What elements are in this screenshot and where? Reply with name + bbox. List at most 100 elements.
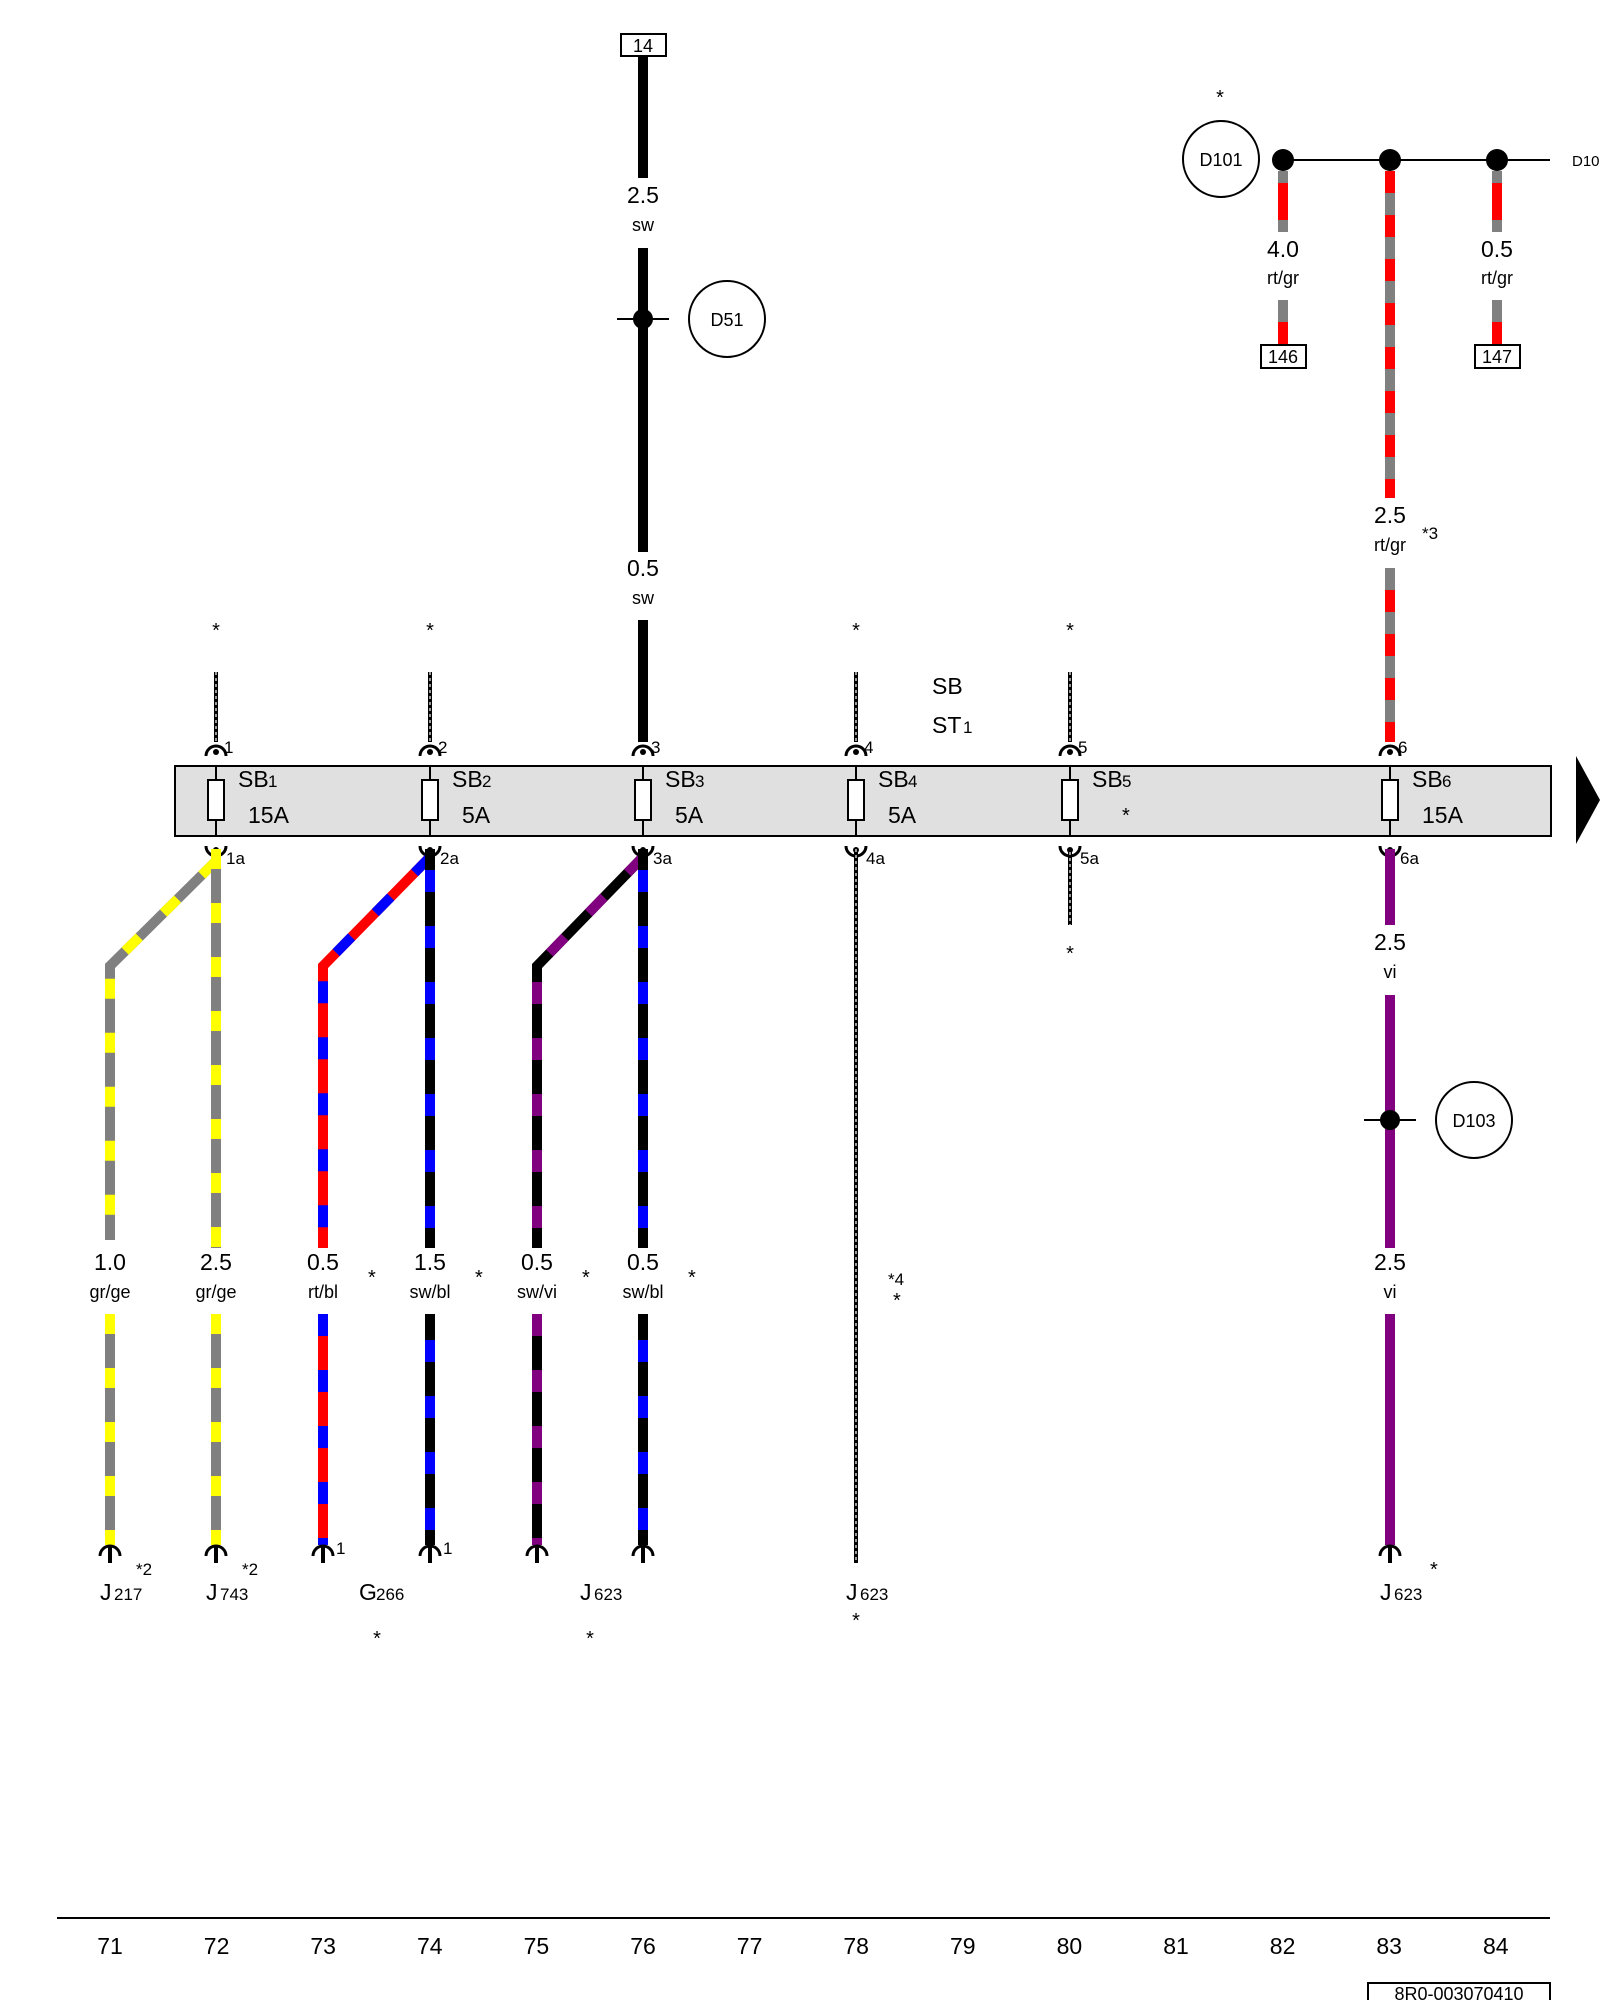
svg-text:D101: D101: [1199, 150, 1242, 170]
svg-text:5: 5: [1122, 772, 1131, 791]
connector-pin-icon: [525, 1544, 549, 1563]
svg-text:rt/bl: rt/bl: [308, 1282, 338, 1302]
track-number: 72: [204, 1933, 230, 1959]
track-number: 74: [417, 1933, 443, 1959]
wire-83-lower: 2.5 vi: [1374, 1249, 1406, 1545]
svg-text:*: *: [212, 620, 220, 642]
svg-text:6: 6: [1442, 772, 1451, 791]
svg-text:*: *: [586, 1628, 594, 1650]
wire-71: 1.0 gr/ge: [85, 857, 220, 1545]
svg-text:1.5: 1.5: [414, 1249, 446, 1275]
svg-text:gr/ge: gr/ge: [195, 1282, 236, 1302]
svg-text:623: 623: [1394, 1585, 1422, 1604]
svg-text:*: *: [1066, 620, 1074, 642]
svg-text:SB: SB: [452, 766, 483, 792]
svg-text:0.5: 0.5: [627, 555, 659, 581]
svg-text:1: 1: [963, 718, 972, 737]
svg-text:0.5: 0.5: [307, 1249, 339, 1275]
wire-72: 2.5 gr/ge: [195, 849, 237, 1545]
svg-text:0.5: 0.5: [627, 1249, 659, 1275]
svg-text:G: G: [359, 1579, 377, 1605]
wire-74: 1.5 sw/bl *: [409, 849, 483, 1545]
svg-text:2a: 2a: [440, 849, 459, 868]
svg-text:*: *: [373, 1628, 381, 1650]
svg-text:623: 623: [860, 1585, 888, 1604]
track-number: 83: [1376, 1933, 1402, 1959]
svg-text:623: 623: [594, 1585, 622, 1604]
svg-text:146: 146: [1268, 347, 1298, 367]
connection-d101: D101: [1182, 120, 1260, 198]
connector-pin-icon: [204, 1544, 228, 1563]
svg-text:147: 147: [1482, 347, 1512, 367]
wire-83-upper: 2.5 rt/gr *3: [1374, 171, 1438, 742]
wire-76-lower: 0.5 sw/bl *: [622, 849, 696, 1545]
svg-text:1: 1: [224, 738, 233, 757]
svg-text:5a: 5a: [1080, 849, 1099, 868]
svg-text:J: J: [206, 1579, 218, 1605]
document-id: 8R0-003070410: [1367, 1982, 1551, 2000]
track-number: 73: [310, 1933, 336, 1959]
svg-text:6: 6: [1398, 738, 1407, 757]
off-page-d10: D10: [1572, 153, 1600, 170]
svg-text:15A: 15A: [1422, 802, 1464, 828]
svg-text:4: 4: [908, 772, 917, 791]
svg-text:1: 1: [268, 772, 277, 791]
svg-text:rt/gr: rt/gr: [1267, 268, 1299, 288]
svg-text:sw/bl: sw/bl: [622, 1282, 663, 1302]
svg-text:2.5: 2.5: [200, 1249, 232, 1275]
svg-text:J: J: [580, 1579, 592, 1605]
svg-text:*2: *2: [242, 1560, 258, 1579]
svg-text:*: *: [893, 1290, 901, 1312]
svg-text:4: 4: [864, 738, 873, 757]
track-number: 77: [737, 1933, 763, 1959]
svg-text:*: *: [368, 1267, 376, 1289]
svg-text:SB: SB: [238, 766, 269, 792]
svg-text:2.5: 2.5: [1374, 1249, 1406, 1275]
svg-text:6a: 6a: [1400, 849, 1419, 868]
svg-text:3: 3: [651, 738, 660, 757]
wire-76-upper-label: 2.5 sw: [627, 182, 659, 235]
track-number: 81: [1163, 1933, 1189, 1959]
svg-text:*: *: [1066, 943, 1074, 965]
connection-d51: D51: [617, 280, 766, 358]
svg-text:rt/gr: rt/gr: [1374, 535, 1406, 555]
component-j623-b: J 623 *: [846, 1579, 888, 1632]
svg-text:*: *: [688, 1267, 696, 1289]
d101-node-83: [1379, 149, 1401, 171]
svg-text:4a: 4a: [866, 849, 885, 868]
track-number: 71: [97, 1933, 123, 1959]
svg-text:D51: D51: [710, 310, 743, 330]
component-j743: J 743 *2: [206, 1560, 258, 1605]
svg-text:743: 743: [220, 1585, 248, 1604]
track-number: 80: [1057, 1933, 1083, 1959]
svg-text:*2: *2: [136, 1560, 152, 1579]
svg-text:sw/vi: sw/vi: [517, 1282, 557, 1302]
svg-text:4.0: 4.0: [1267, 236, 1299, 262]
svg-text:vi: vi: [1384, 962, 1397, 982]
wire-82-upper: 4.0 rt/gr: [1267, 171, 1299, 345]
svg-text:D103: D103: [1452, 1111, 1495, 1131]
svg-text:SB: SB: [1412, 766, 1443, 792]
svg-text:sw: sw: [632, 588, 655, 608]
svg-text:266: 266: [376, 1585, 404, 1604]
svg-text:2.5: 2.5: [1374, 929, 1406, 955]
connector-pin-icon: [311, 1544, 335, 1563]
svg-text:*: *: [852, 1610, 860, 1632]
connector-pin-icon: [98, 1544, 122, 1563]
track-number: 75: [524, 1933, 550, 1959]
svg-text:217: 217: [114, 1585, 142, 1604]
svg-text:5: 5: [1078, 738, 1087, 757]
svg-text:*4: *4: [888, 1270, 904, 1289]
wire-78: *4 *: [854, 849, 904, 1563]
svg-text:1: 1: [443, 1539, 452, 1558]
continue-arrow-icon: [1576, 756, 1600, 844]
svg-text:15A: 15A: [248, 802, 290, 828]
svg-text:2: 2: [482, 772, 491, 791]
svg-text:SB: SB: [878, 766, 909, 792]
svg-text:5A: 5A: [675, 802, 704, 828]
track-number: 79: [950, 1933, 976, 1959]
